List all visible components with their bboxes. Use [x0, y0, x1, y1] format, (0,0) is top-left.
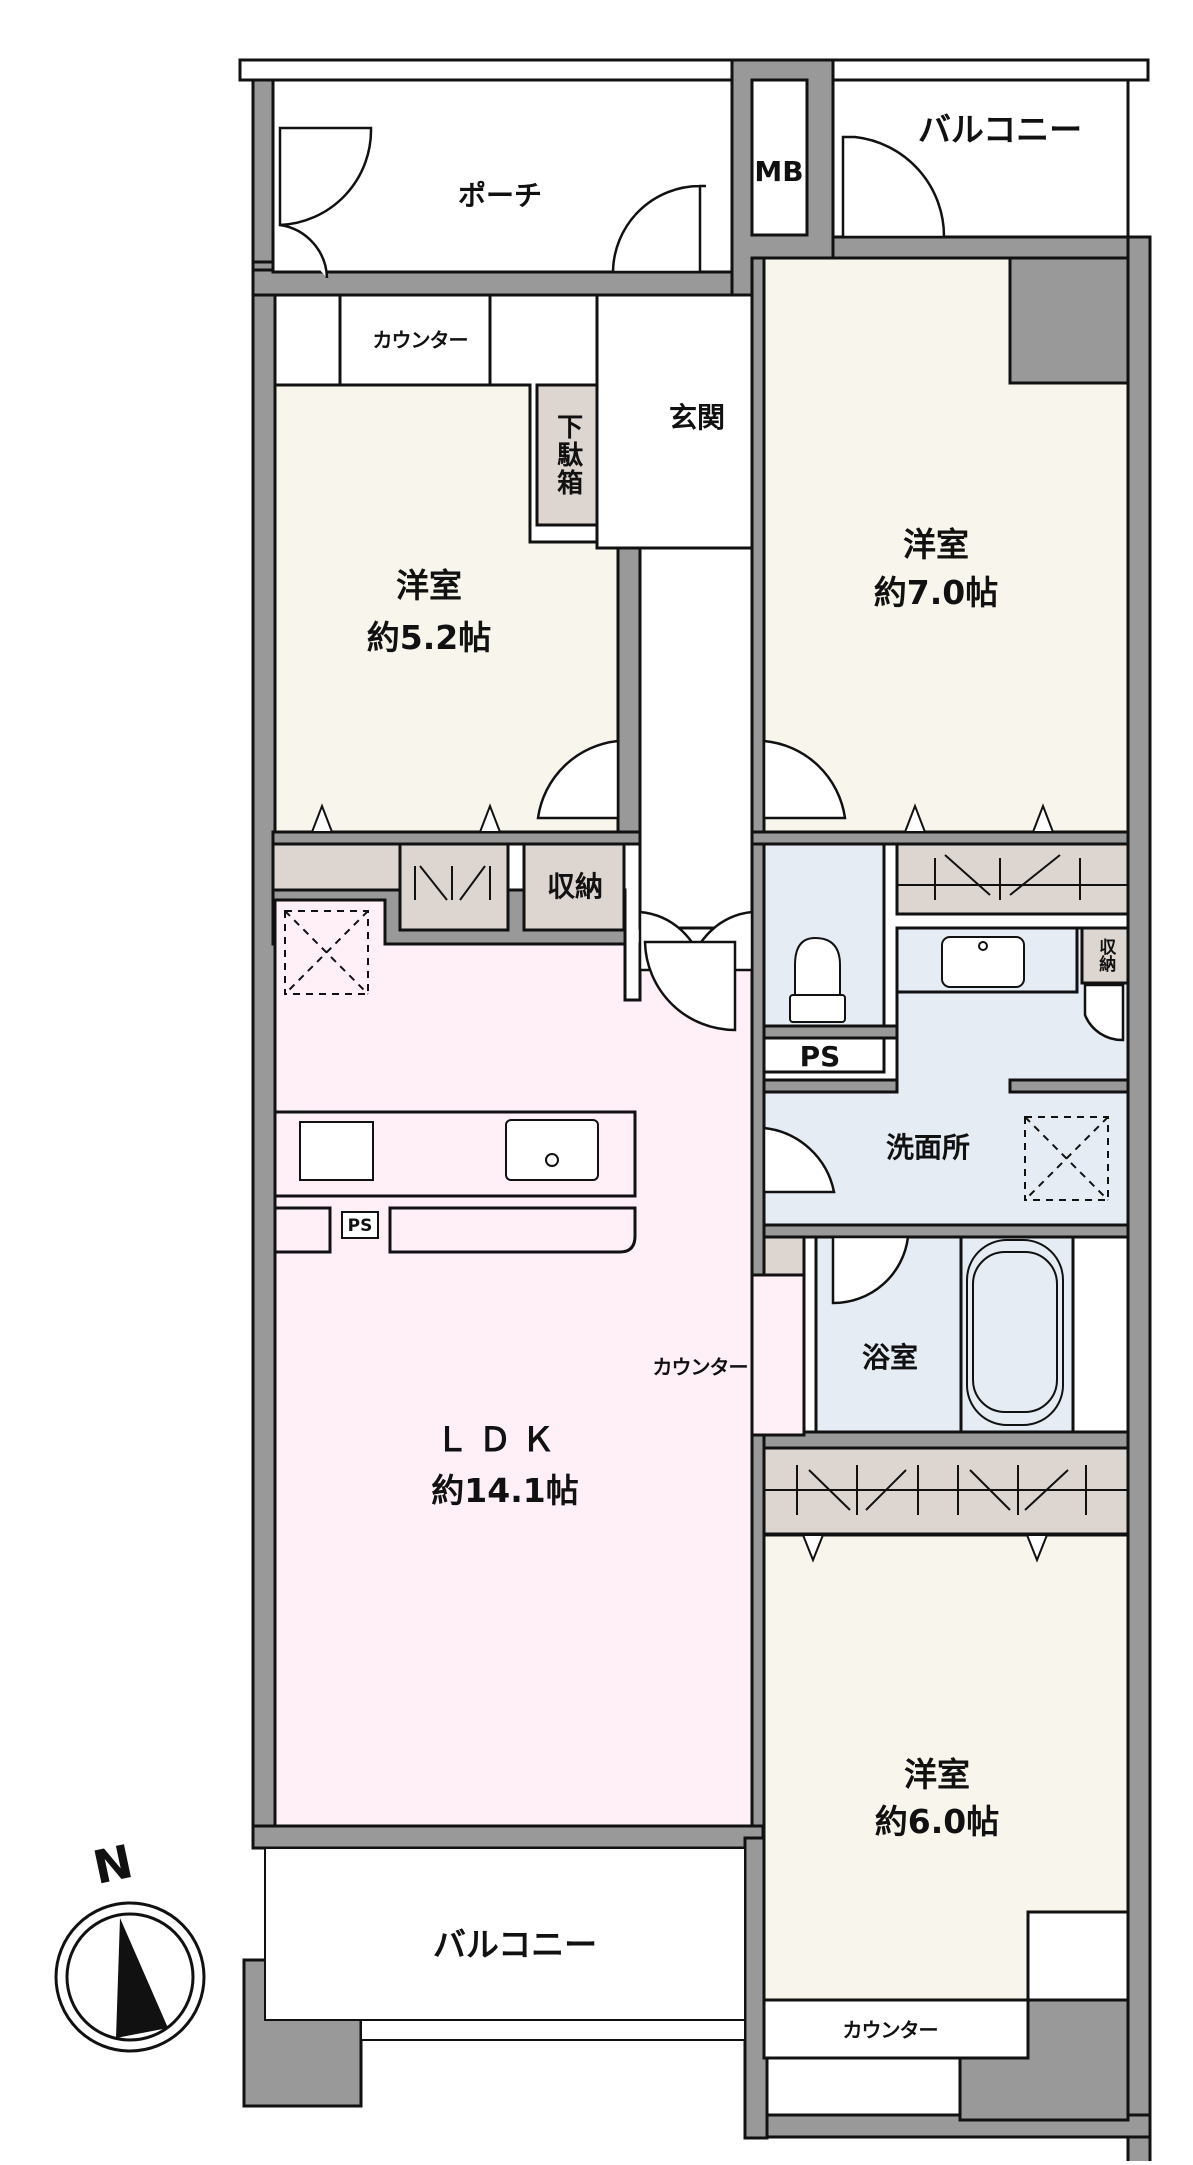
ps-toilet-label: PS — [799, 1040, 841, 1074]
room-west-title: 洋室 — [396, 566, 462, 606]
counter-top — [338, 293, 492, 387]
ps-toilet — [762, 1036, 886, 1074]
counter-top-label: カウンター — [372, 328, 469, 352]
counter-bottom — [762, 1998, 1030, 2060]
ceiling-vent-wash — [1024, 1116, 1109, 1201]
porch-rail — [238, 58, 738, 82]
room-east-size: 約7.0帖 — [873, 573, 999, 613]
shoe-box-label: 下駄箱 — [552, 413, 583, 497]
room-south-title: 洋室 — [904, 1755, 970, 1795]
ceiling-vent-ldk — [284, 910, 369, 995]
storage-mid — [522, 842, 626, 932]
genkan — [595, 293, 754, 550]
ps-kitchen-label: PS — [347, 1215, 373, 1236]
balcony-south — [264, 1847, 746, 2021]
storage-small — [1080, 926, 1130, 985]
bath-label: 浴室 — [861, 1341, 919, 1375]
ldk-title: ＬＤＫ — [435, 1420, 565, 1460]
storage-mid-label: 収納 — [546, 870, 604, 904]
room-east-title: 洋室 — [903, 525, 969, 565]
closet-east — [895, 842, 1130, 916]
storage-small-label: 収納 — [1095, 938, 1116, 972]
balcony-north-label: バルコニー — [917, 110, 1083, 150]
stove — [299, 1121, 374, 1181]
ldk-size: 約14.1帖 — [431, 1471, 579, 1511]
shoe-box — [535, 383, 599, 527]
counter-bottom-label: カウンター — [842, 2018, 939, 2042]
balcony-south-label: バルコニー — [432, 1925, 598, 1965]
hallway — [638, 546, 754, 930]
counter-ldk-label: カウンター — [652, 1355, 749, 1379]
room-west-size: 約5.2帖 — [366, 618, 492, 658]
balcony-rail-north — [830, 58, 1150, 82]
mb — [750, 78, 809, 237]
porch-label: ポーチ — [457, 179, 543, 213]
ps-kitchen-box — [341, 1211, 379, 1239]
washroom — [762, 926, 1130, 1227]
room-south-size: 約6.0帖 — [874, 1802, 1000, 1842]
west-wall — [251, 260, 277, 1829]
genkan-label: 玄関 — [668, 401, 726, 435]
vanity-basin — [941, 936, 1025, 988]
compass — [54, 1901, 206, 2053]
east-wall — [1126, 235, 1152, 2165]
washroom-label: 洗面所 — [885, 1131, 971, 1165]
sink — [505, 1119, 599, 1181]
mb-label: MB — [754, 155, 804, 189]
room-east — [762, 256, 1130, 834]
